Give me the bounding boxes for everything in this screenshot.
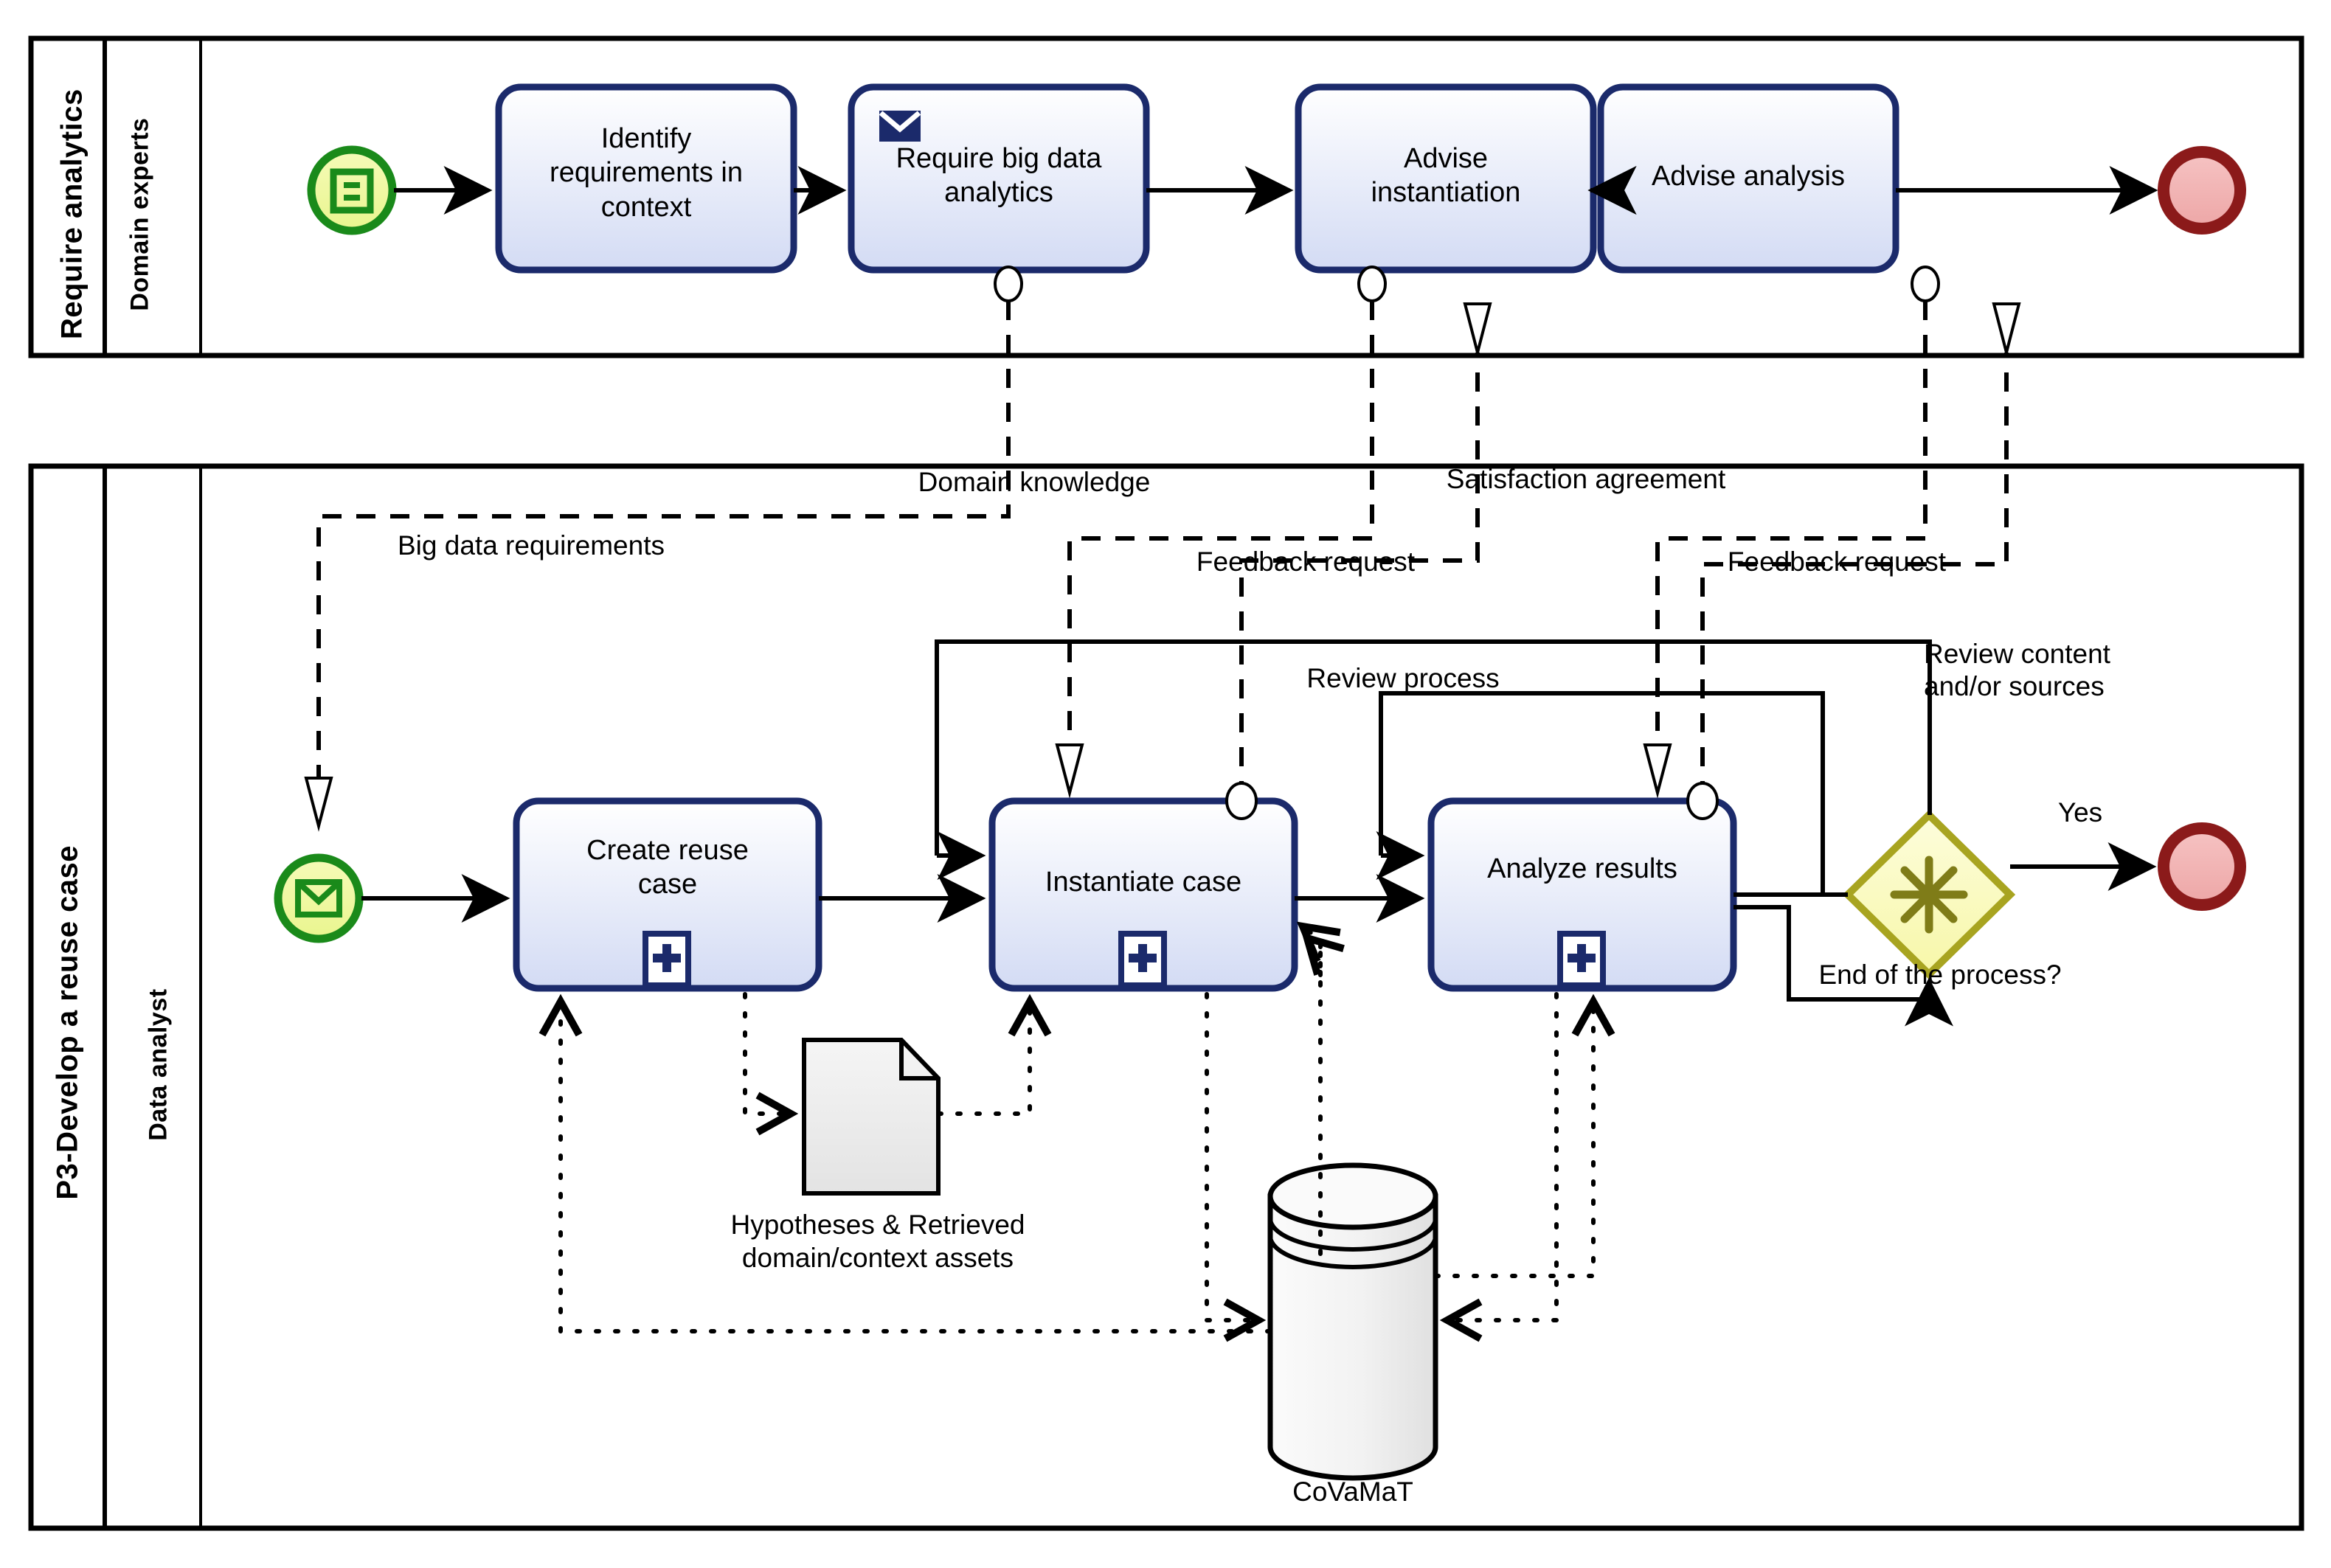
message-flow-label-satisfaction-agreement: Satisfaction agreement — [1446, 464, 1726, 494]
lane-title-domain-experts: Domain experts — [125, 117, 154, 311]
task-analyze-results[interactable] — [1427, 797, 1737, 992]
message-arrowheads-top — [1463, 302, 2021, 353]
start-event-message[interactable] — [274, 853, 364, 943]
sequence-flow-label-review-process: Review process — [1306, 663, 1500, 693]
task-label-advise-analysis: Advise analysis — [1652, 161, 1845, 192]
subprocess-plus-icon — [1118, 931, 1167, 988]
message-flow-label-domain-knowledge: Domain knowledge — [918, 467, 1151, 497]
task-create-reuse-case[interactable] — [513, 797, 822, 992]
pool-require-analytics — [28, 35, 2304, 358]
sequence-flow-label-yes: Yes — [2057, 797, 2103, 828]
end-event-require-analytics[interactable] — [2158, 146, 2246, 235]
task-label-instantiate-case: Instantiate case — [1045, 867, 1242, 898]
pool-title-p3-develop-reuse-case: P3-Develop a reuse case — [51, 844, 84, 1200]
message-flow-label-feedback-request-left: Feedback request — [1196, 547, 1416, 577]
end-event-reuse-case[interactable] — [2158, 822, 2246, 911]
data-association-to-instantiate — [1303, 926, 1320, 1256]
subprocess-plus-icon — [643, 931, 691, 988]
pool-p3-develop-reuse-case — [28, 463, 2304, 1531]
data-store-label-covamat: CoVaMaT — [1292, 1477, 1413, 1507]
message-flow-label-feedback-request-right: Feedback request — [1727, 547, 1947, 577]
gateway-label-end-of-the-process: End of the process? — [1818, 960, 2062, 990]
message-flow-label-big-data-requirements: Big data requirements — [398, 530, 665, 561]
subprocess-plus-icon — [1557, 931, 1606, 988]
message-arrowheads-bottom — [304, 743, 1672, 832]
lane-title-data-analyst: Data analyst — [144, 988, 173, 1141]
data-store-covamat[interactable] — [1267, 1162, 1438, 1481]
task-identify-requirements-in-context[interactable] — [495, 83, 797, 274]
task-label-analyze-results: Analyze results — [1487, 853, 1677, 884]
task-instantiate-case[interactable] — [988, 797, 1298, 992]
message-icon — [879, 111, 921, 142]
message-flows — [316, 301, 2009, 800]
gateway-end-of-the-process[interactable] — [1842, 809, 2016, 980]
start-event-conditional[interactable] — [307, 145, 397, 235]
data-object-hypotheses[interactable] — [802, 1038, 941, 1196]
message-flow-endpoints-bottom — [1225, 782, 1719, 820]
